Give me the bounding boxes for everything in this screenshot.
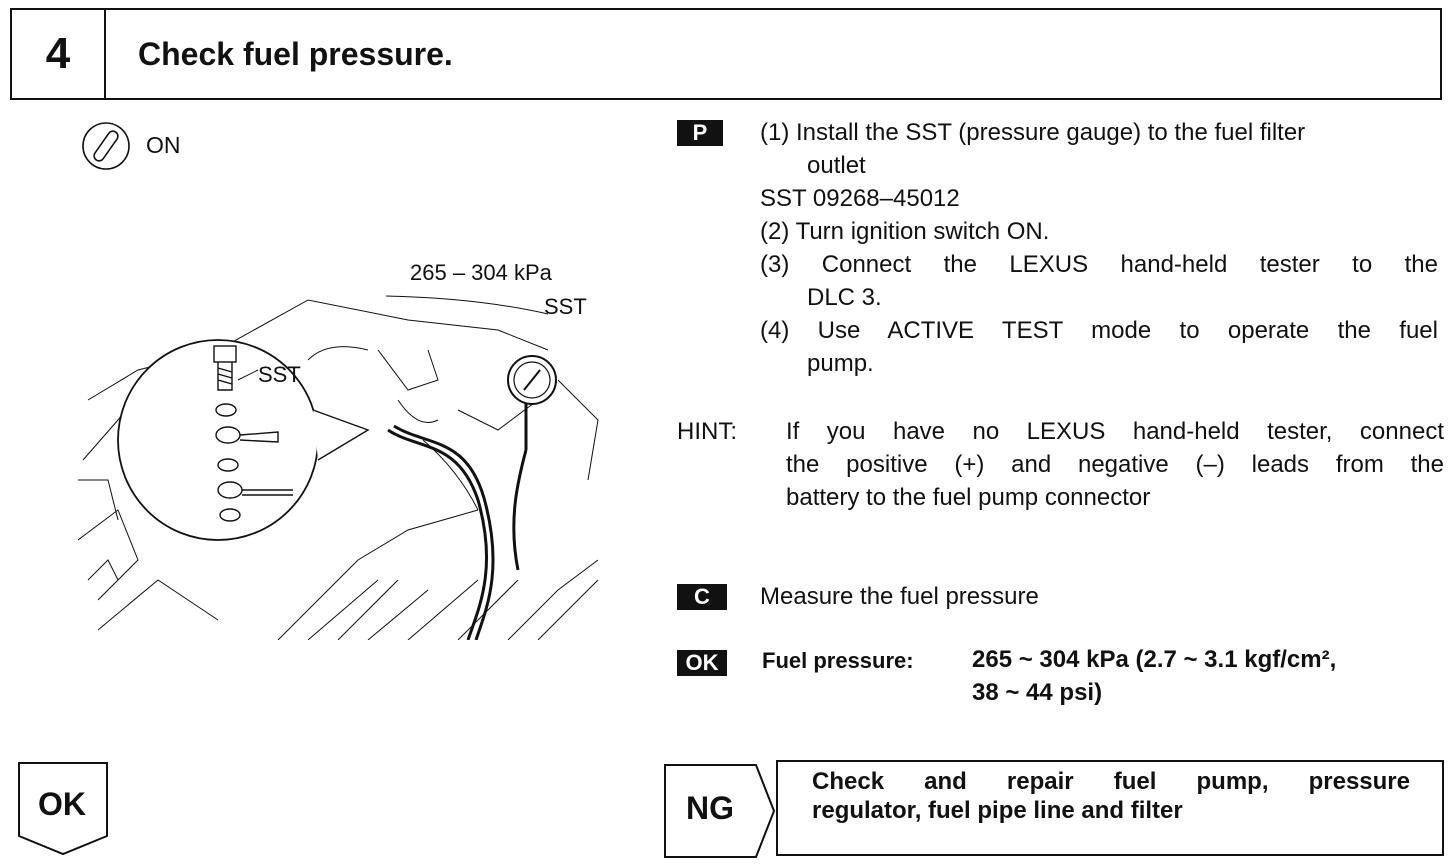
procedure-step-2: (2) Turn ignition switch ON. <box>760 218 1050 245</box>
ng-result-arrow <box>664 764 776 858</box>
sst-part-number: SST 09268–45012 <box>760 185 960 212</box>
engine-hatching <box>78 299 599 640</box>
step-title: Check fuel pressure. <box>138 36 453 72</box>
ng-action-line-1: Check and repair fuel pump, pressure <box>812 768 1410 795</box>
check-badge: C <box>677 584 727 610</box>
pressure-callout: 265 – 304 kPa <box>410 260 552 285</box>
hint-line-2: the positive (+) and negative (–) leads … <box>786 451 1444 478</box>
procedure-step-1: (1) Install the SST (pressure gauge) to … <box>760 119 1306 146</box>
ng-result-label: NG <box>686 790 734 826</box>
ng-action-line-2: regulator, fuel pipe line and filter <box>812 797 1183 824</box>
check-instruction: Measure the fuel pressure <box>760 583 1039 610</box>
fuel-pressure-label: Fuel pressure: <box>762 648 914 673</box>
step-header: 4 Check fuel pressure. <box>10 8 1442 100</box>
procedure-step-4: (4) Use ACTIVE TEST mode to operate the … <box>760 317 1438 344</box>
procedure-badge: P <box>677 120 723 146</box>
hint-line-3: battery to the fuel pump connector <box>786 484 1151 511</box>
ok-result-label: OK <box>38 786 86 822</box>
procedure-step-4-cont: pump. <box>807 350 874 377</box>
ng-action-box <box>776 760 1444 856</box>
fuel-pressure-value-1: 265 ~ 304 kPa (2.7 ~ 3.1 kgf/cm², <box>972 646 1337 673</box>
step-number: 4 <box>12 10 106 98</box>
hint-line-1: If you have no LEXUS hand-held tester, c… <box>786 418 1444 445</box>
hint-label: HINT: <box>677 418 737 445</box>
procedure-step-3: (3) Connect the LEXUS hand-held tester t… <box>760 251 1438 278</box>
fuel-pressure-value-2: 38 ~ 44 psi) <box>972 679 1103 706</box>
procedure-step-1-cont: outlet <box>807 152 866 179</box>
ignition-on-label: ON <box>146 132 181 158</box>
procedure-step-3-cont: DLC 3. <box>807 284 882 311</box>
sst-callout-gauge: SST <box>544 294 587 319</box>
ignition-switch-icon <box>82 122 130 170</box>
spec-ok-badge: OK <box>677 650 727 676</box>
ok-result-shape <box>18 762 108 856</box>
fuel-pressure-gauge-illustration <box>78 295 599 640</box>
sst-callout-inset: SST <box>258 362 301 387</box>
